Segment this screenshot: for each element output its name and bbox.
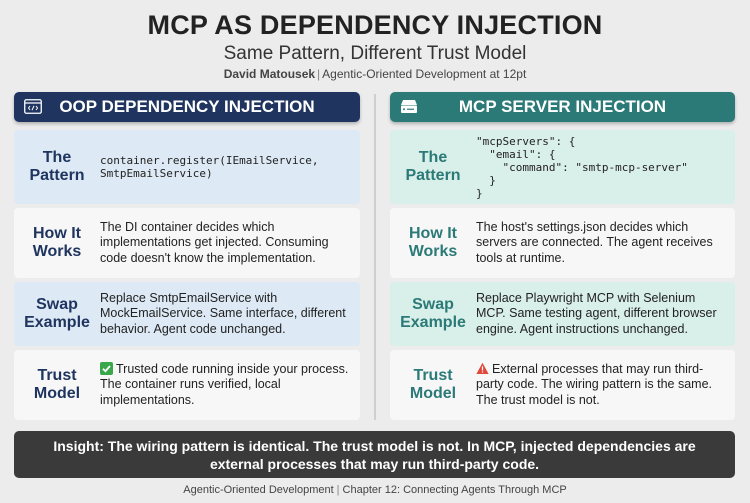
row-label: Trust Model: [33, 367, 81, 402]
footer: Agentic-Oriented Development|Chapter 12:…: [0, 484, 750, 496]
warning-icon: [476, 362, 489, 375]
oop-pattern-code: container.register(IEmailService, SmtpEm…: [100, 154, 319, 180]
row-label: The Pattern: [405, 149, 461, 184]
oop-swap-example-row: Swap Example Replace SmtpEmailService wi…: [14, 282, 360, 346]
row-text: Replace Playwright MCP with Selenium MCP…: [476, 290, 717, 336]
mcp-pattern-code: "mcpServers": { "email": { "command": "s…: [476, 134, 688, 200]
row-label: The Pattern: [29, 149, 85, 184]
footer-separator: |: [336, 484, 340, 496]
byline-separator: |: [317, 67, 321, 81]
row-label: How It Works: [32, 225, 82, 260]
footer-book: Agentic-Oriented Development: [183, 484, 334, 496]
row-text: The DI container decides which implement…: [100, 219, 329, 265]
insight-banner: Insight: The wiring pattern is identical…: [14, 431, 735, 478]
row-text: The host's settings.json decides which s…: [476, 219, 713, 265]
mcp-pattern-row: The Pattern "mcpServers": { "email": { "…: [390, 130, 735, 204]
mcp-swap-example-row: Swap Example Replace Playwright MCP with…: [390, 282, 735, 346]
row-label: Swap Example: [24, 296, 90, 331]
page-subtitle: Same Pattern, Different Trust Model: [223, 43, 527, 64]
mcp-column-title: MCP SERVER INJECTION: [458, 97, 667, 116]
page-title: MCP AS DEPENDENCY INJECTION: [147, 10, 603, 40]
mcp-column-header: MCP SERVER INJECTION: [390, 92, 735, 122]
row-label: Trust Model: [409, 367, 457, 402]
row-label: Swap Example: [400, 296, 466, 331]
oop-trust-model-row: Trust Model Trusted code running inside …: [14, 350, 360, 420]
footer-chapter: Chapter 12: Connecting Agents Through MC…: [342, 484, 567, 496]
byline-text: Agentic-Oriented Development at 12pt: [322, 67, 527, 81]
check-icon: [100, 361, 113, 375]
column-divider: [374, 94, 376, 420]
oop-column-header: OOP DEPENDENCY INJECTION: [14, 92, 360, 122]
server-icon: [401, 100, 417, 113]
mcp-trust-model-row: Trust Model External processes that may …: [390, 350, 735, 420]
code-window-icon: [24, 99, 42, 114]
oop-pattern-row: The Pattern container.register(IEmailSer…: [14, 130, 360, 204]
oop-column-title: OOP DEPENDENCY INJECTION: [59, 97, 315, 116]
trust-text: External processes that may run third-pa…: [476, 362, 735, 409]
oop-how-it-works-row: How It Works The DI container decides wh…: [14, 208, 360, 278]
byline: David Matousek|Agentic-Oriented Developm…: [0, 67, 750, 81]
trust-text: Trusted code running inside your process…: [100, 361, 360, 409]
row-text: External processes that may run third-pa…: [476, 361, 712, 407]
row-text: Replace SmtpEmailService with MockEmailS…: [100, 290, 346, 336]
mcp-how-it-works-row: How It Works The host's settings.json de…: [390, 208, 735, 278]
row-text: Trusted code running inside your process…: [100, 361, 349, 407]
author-name: David Matousek: [223, 67, 316, 81]
row-label: How It Works: [408, 225, 458, 260]
